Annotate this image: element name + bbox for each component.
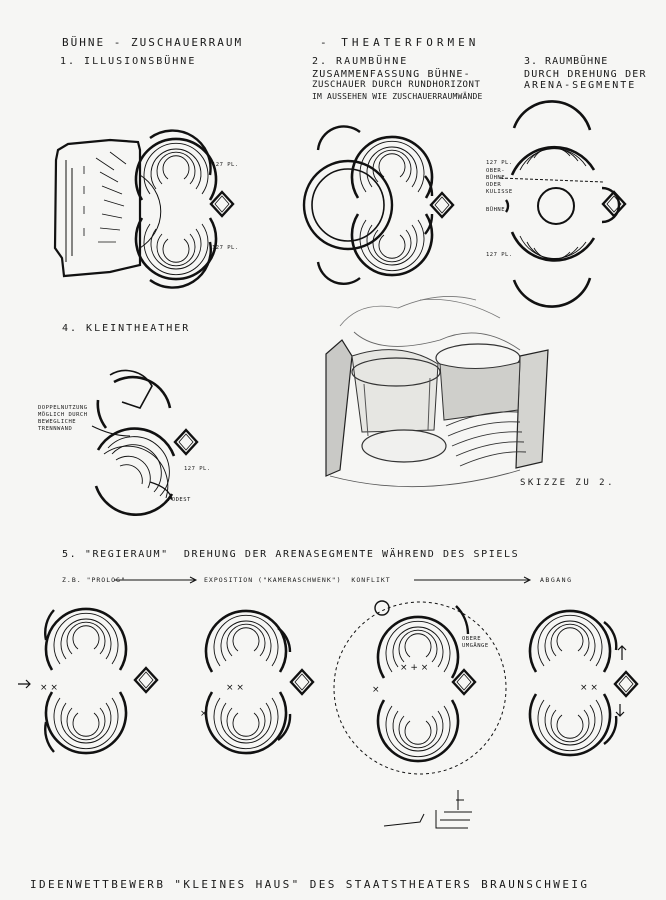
sheet-footer: Ideenwettbewerb "Kleines Haus" des Staat… [30, 878, 590, 891]
section-2-label: 2. Raumbühne [312, 56, 409, 67]
svg-text:× ×: × × [226, 683, 244, 693]
sketch-caption: Skizze zu 2. [520, 478, 616, 488]
s5-phase-3: Abgang [540, 576, 573, 584]
s5-phase-2: Exposition ("Kameraschwenk") Konflikt [204, 576, 391, 584]
regie-stage-2: × × × [200, 609, 315, 755]
perspective-sketch [325, 296, 549, 488]
s4-note-2: möglich durch [38, 412, 88, 418]
section-3-desc-2: Arena-Segmente [524, 80, 637, 91]
diagram-kleintheater [91, 369, 199, 516]
section-2-desc-1: Zusammenfassung Bühne- [312, 69, 471, 80]
regie-stage-1: × × [18, 607, 159, 755]
section-1-label: 1. Illusionsbühne [60, 56, 197, 67]
s3-note-oder: oder [486, 182, 502, 188]
s4-note-4: Trennwand [38, 426, 73, 432]
s5-note-umgange: Umgänge [462, 643, 489, 649]
s1-capacity-bottom: 127 Pl. [212, 245, 239, 251]
section-4-label: 4. Kleintheather [62, 323, 191, 334]
s3-note-buhne-2: Bühne [486, 207, 506, 213]
s4-note-1: Doppelnutzung [38, 405, 88, 411]
regie-stage-3: × + × × [333, 600, 507, 829]
svg-text:× ×: × × [580, 683, 598, 693]
s4-capacity: 127 Pl. [184, 466, 211, 472]
section-3-label: 3. Raumbühne [524, 56, 609, 67]
sheet-title: Bühne - Zuschauerraum [62, 36, 244, 49]
svg-text:× + ×: × + × [400, 663, 428, 673]
section-3-desc-1: durch Drehung der [524, 69, 647, 80]
section-2-desc-2: Zuschauer durch Rundhorizont [312, 80, 481, 90]
s4-note-3: bewegliche [38, 419, 77, 425]
diagram-raumbuehne-drehung [499, 100, 627, 308]
sheet-subtitle: - Theaterformen [320, 36, 480, 49]
phase-arrows [114, 576, 532, 584]
s3-note-ober: Ober- [486, 168, 506, 174]
s3-capacity-top: 127 Pl. [486, 160, 513, 166]
s5-phase-1: z.B. "Prolog" [62, 576, 126, 584]
s5-note-obere: Obere [462, 636, 482, 642]
s3-capacity-bottom: 127 Pl. [486, 252, 513, 258]
svg-text:×: × [372, 685, 380, 695]
s1-capacity-top: 127 Pl. [212, 162, 239, 168]
diagram-illusionsbuehne [53, 129, 235, 289]
regie-stage-4: × × [528, 609, 639, 757]
s4-podest: Podest [168, 497, 191, 503]
diagram-raumbuehne [302, 125, 455, 285]
section-2-desc-3: im Aussehen wie Zuschauerraumwände [312, 92, 483, 101]
section-5-label: 5. "Regieraum" Drehung der Arenasegmente… [62, 549, 520, 560]
s3-note-buhne: bühne [486, 175, 506, 181]
s3-note-kulisse: Kulisse [486, 189, 513, 195]
svg-text:×: × [200, 709, 208, 719]
svg-text:× ×: × × [40, 683, 58, 693]
